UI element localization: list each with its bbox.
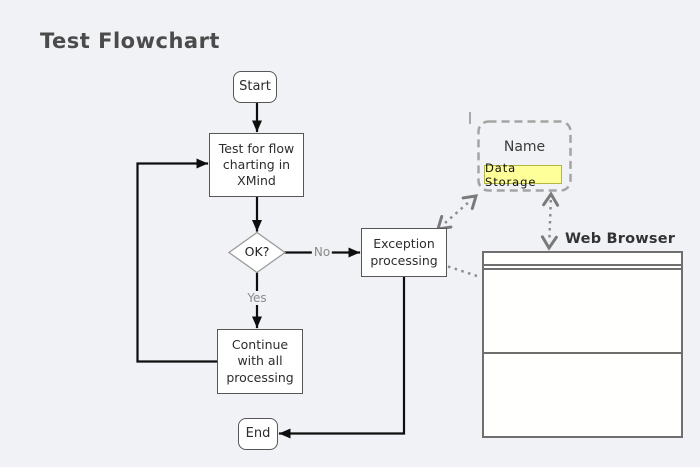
edge-continue-loop-to-test xyxy=(136,158,219,363)
data-storage-node[interactable]: Data Storage xyxy=(484,161,562,189)
web-browser-label: Web Browser xyxy=(565,231,676,247)
browser-content-divider xyxy=(484,352,681,354)
dotted-connector-exception-browser xyxy=(447,265,481,279)
decision-node-label: OK? xyxy=(244,244,270,259)
storage-container-shape[interactable] xyxy=(477,120,572,192)
test-process-node[interactable]: Test for flow charting in XMind xyxy=(209,133,304,197)
browser-toolbar-line xyxy=(484,268,681,270)
dotted-arrowhead-down xyxy=(540,235,558,251)
exception-process-node[interactable]: Exception processing xyxy=(361,228,447,277)
dotted-connector-exception-storage xyxy=(444,200,471,224)
edge-exception-to-end xyxy=(278,275,406,439)
edge-label-no: No xyxy=(311,245,333,259)
continue-process-node[interactable]: Continue with all processing xyxy=(217,329,303,394)
dotted-arrowhead-up-right xyxy=(461,194,479,210)
dotted-connector-storage-browser xyxy=(548,199,553,243)
edge-label-yes: Yes xyxy=(245,291,269,305)
decision-node-shape[interactable] xyxy=(227,231,287,274)
dotted-arrowhead-up xyxy=(542,191,560,207)
end-node[interactable]: End xyxy=(238,418,278,450)
storage-container-title: Name xyxy=(503,139,546,155)
start-node[interactable]: Start xyxy=(233,71,277,103)
browser-titlebar-line xyxy=(484,264,681,266)
web-browser-window[interactable] xyxy=(482,251,683,438)
text-cursor-mark xyxy=(469,112,471,124)
page-title: Test Flowchart xyxy=(40,29,220,53)
